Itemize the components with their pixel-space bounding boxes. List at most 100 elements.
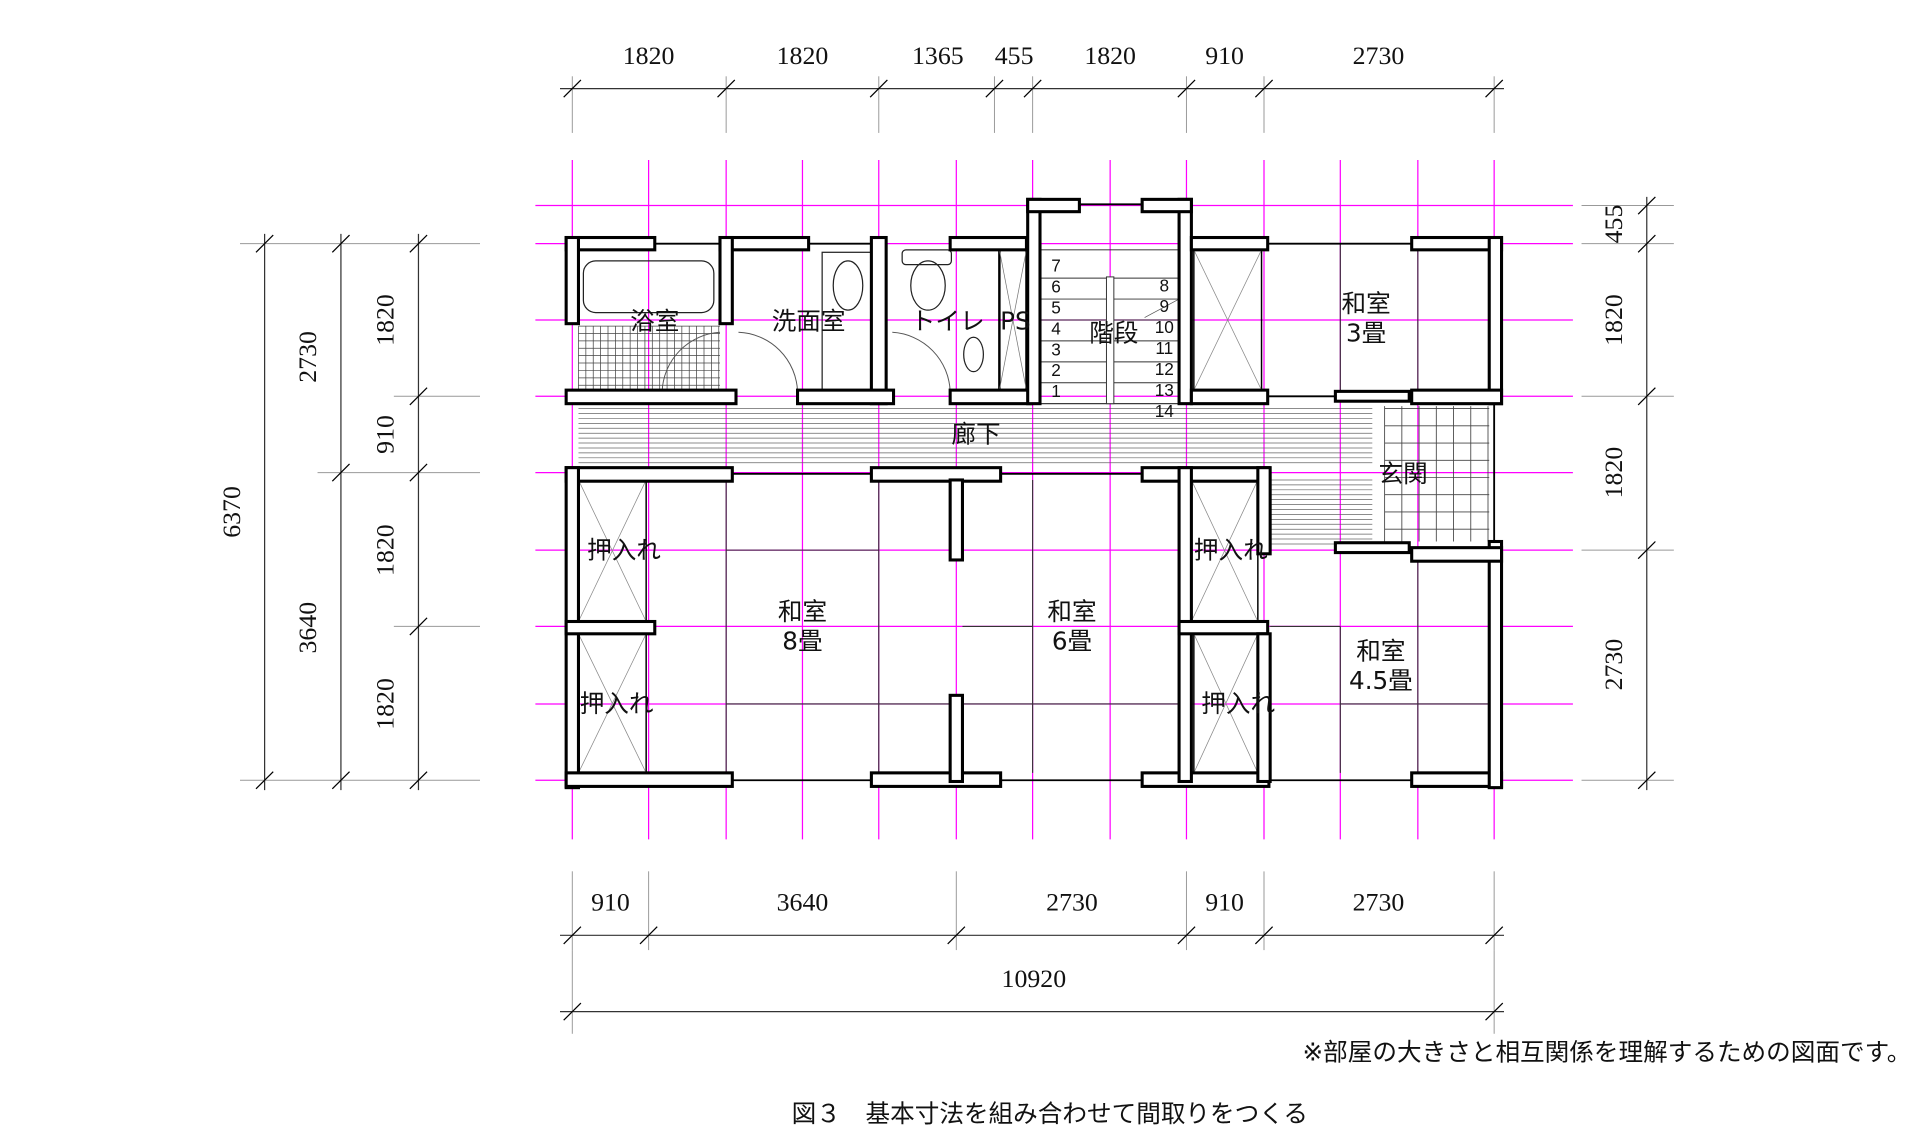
dimension-label-bottom: 910 — [591, 887, 630, 916]
dimension-tick — [947, 926, 966, 945]
room-label-closet-3: 押入れ — [1194, 535, 1268, 564]
stair-step-number: 12 — [1155, 359, 1174, 379]
hand-basin — [963, 336, 984, 373]
dimension-tick — [409, 463, 428, 482]
room-label-bath: 浴室 — [630, 306, 679, 335]
dimension-label-left: 1820 — [371, 678, 400, 730]
dimension-label-top: 1820 — [777, 41, 829, 70]
dimension-tick — [563, 1002, 582, 1021]
dimension-label-left: 1820 — [371, 524, 400, 576]
drawing-note: ※部屋の大きさと相互関係を理解するための図面です。 — [1303, 1037, 1912, 1066]
walls — [564, 197, 1504, 790]
bathtub — [582, 260, 715, 314]
wall-segment — [948, 693, 965, 784]
dimension-tick — [1637, 387, 1656, 406]
dimension-label-bottom: 3640 — [777, 887, 829, 916]
stair-arrow — [1144, 298, 1180, 318]
dimension-label-left: 6370 — [217, 486, 246, 538]
dimension-tick — [1177, 926, 1196, 945]
dimension-label-total: 10920 — [1002, 964, 1067, 993]
dimension-tick — [1637, 541, 1656, 560]
stair-step-number: 3 — [1051, 339, 1061, 359]
dimension-label-top: 2730 — [1353, 41, 1405, 70]
dimension-tick — [1637, 771, 1656, 790]
wall-segment — [1140, 771, 1271, 788]
stair-step-number: 2 — [1051, 360, 1061, 380]
stair-step-number: 9 — [1160, 296, 1170, 316]
room-label-japanese-45: 和室 — [1356, 636, 1405, 665]
wall-segment — [1256, 632, 1272, 784]
dimension-label-right: 1820 — [1599, 294, 1628, 346]
wall-segment — [564, 619, 657, 636]
stair-step-number: 13 — [1155, 380, 1174, 400]
dimension-label-top: 1820 — [1084, 41, 1136, 70]
room-label-closet-1: 押入れ — [587, 535, 661, 564]
wall-segment — [948, 388, 1033, 406]
wall-segment — [1487, 539, 1504, 790]
figure-caption: 図３ 基本寸法を組み合わせて間取りをつくる — [792, 1099, 1308, 1128]
stair-step-number: 10 — [1155, 317, 1174, 337]
dimension-tick — [331, 771, 350, 790]
wall-segment — [1410, 388, 1504, 406]
dimension-tick — [1485, 79, 1504, 98]
wall-segment — [1333, 541, 1411, 555]
room-size-japanese-8: 8畳 — [782, 626, 822, 655]
dimension-tick — [1023, 79, 1042, 98]
wall-segment — [564, 388, 738, 406]
dimension-label-bottom: 2730 — [1046, 887, 1098, 916]
wall-segment — [1177, 197, 1193, 406]
toilet-bowl — [910, 260, 946, 311]
stair-step-number: 11 — [1155, 338, 1173, 358]
wall-segment — [1140, 197, 1193, 214]
wall-segment — [1026, 197, 1081, 214]
dimension-label-top: 910 — [1205, 41, 1244, 70]
dimension-label-left: 1820 — [371, 294, 400, 346]
wall-segment — [1410, 546, 1504, 563]
wall-segment — [1177, 619, 1270, 636]
dimension-label-top: 1820 — [623, 41, 675, 70]
room-label-japanese-8: 和室 — [778, 597, 827, 626]
dimension-tick — [1254, 79, 1274, 98]
dimension-tick — [331, 234, 350, 253]
dimension-tick — [869, 79, 888, 98]
closet-x — [1193, 633, 1259, 774]
room-label-corridor: 廊下 — [951, 420, 1000, 449]
dimension-label-right: 1820 — [1599, 447, 1628, 499]
dimension-tick — [331, 463, 350, 482]
room-label-closet-4: 押入れ — [1201, 689, 1275, 718]
wall-segment — [564, 771, 734, 788]
wall-segment — [796, 388, 896, 406]
dimension-tick — [409, 387, 428, 406]
dimension-label-bottom: 910 — [1205, 887, 1244, 916]
dimension-label-top: 455 — [995, 41, 1034, 70]
wall-segment — [869, 771, 1003, 788]
dimension-tick — [1485, 926, 1504, 945]
wall-segment — [948, 235, 1028, 252]
dimension-tick — [1254, 926, 1274, 945]
door-swing — [892, 331, 951, 392]
room-size-japanese-3: 3畳 — [1346, 319, 1386, 348]
dimension-tick — [409, 234, 428, 253]
stair-step-number: 14 — [1155, 401, 1175, 421]
room-label-ps: PS — [1000, 306, 1030, 335]
wall-segment — [1140, 466, 1271, 483]
dimension-tick — [717, 79, 736, 98]
stair-step-number: 7 — [1051, 256, 1061, 276]
wall-segment — [869, 235, 888, 406]
room-size-japanese-45: 4.5畳 — [1349, 666, 1413, 695]
wall-segment — [869, 466, 1003, 483]
room-size-japanese-6: 6畳 — [1052, 626, 1092, 655]
dimension-tick — [639, 926, 658, 945]
dimension-tick — [255, 771, 274, 790]
door-swing — [738, 331, 799, 392]
wall-segment — [1256, 466, 1272, 556]
wall-segment — [1333, 389, 1411, 403]
closet-x — [578, 479, 647, 622]
wall-segment — [1189, 235, 1270, 252]
room-label-japanese-3: 和室 — [1342, 289, 1391, 318]
door-swing — [661, 331, 721, 392]
wall-segment — [1487, 235, 1504, 406]
room-label-japanese-6: 和室 — [1047, 597, 1096, 626]
closet-x — [1193, 249, 1262, 391]
